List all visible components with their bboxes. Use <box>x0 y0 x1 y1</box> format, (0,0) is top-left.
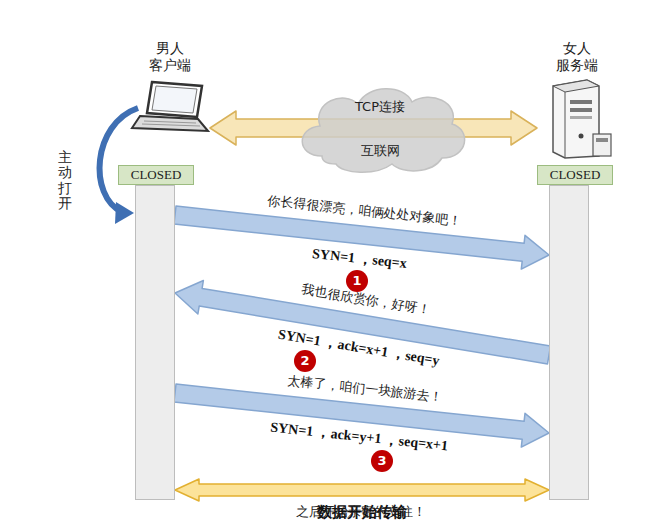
laptop-icon <box>130 80 210 134</box>
state-box: CLOSED <box>118 165 194 185</box>
state-box: CLOSED <box>537 165 613 185</box>
cloud-label: TCP连接 <box>292 98 468 116</box>
packet-label: SYN=1 ，seq=x <box>311 245 407 273</box>
lifeline-bar <box>549 185 589 500</box>
open-arrow <box>100 108 138 212</box>
role-label: 女人 服务端 <box>554 40 600 74</box>
lifeline: CLOSED <box>118 165 194 500</box>
lifeline-bar <box>135 185 175 500</box>
server-icon <box>537 78 617 160</box>
message-text: 太棒了，咱们一块旅游去！ <box>286 372 443 406</box>
lifeline: CLOSED <box>537 165 613 500</box>
open-arrow-head <box>115 202 134 224</box>
note-text: 之后开始亲密的交往！ <box>296 503 426 521</box>
endpoint: 男人 客户端 <box>130 40 210 136</box>
packet-label: SYN=1 ，ack=y+1 ，seq=x+1 <box>270 418 449 455</box>
vertical-note: 主动打开 <box>58 150 72 212</box>
endpoint: 女人 服务端 <box>537 40 617 162</box>
cloud-label: 互联网 <box>292 142 468 160</box>
callout-number: 2 <box>294 350 316 372</box>
cloud: TCP连接互联网 <box>292 84 468 174</box>
message-text: 你长得很漂亮，咱俩处处对象吧！ <box>267 192 463 231</box>
fat-arrow <box>175 479 549 501</box>
callout-number: 3 <box>371 450 393 472</box>
role-label: 男人 客户端 <box>147 40 193 74</box>
cloud-shape <box>292 84 468 174</box>
